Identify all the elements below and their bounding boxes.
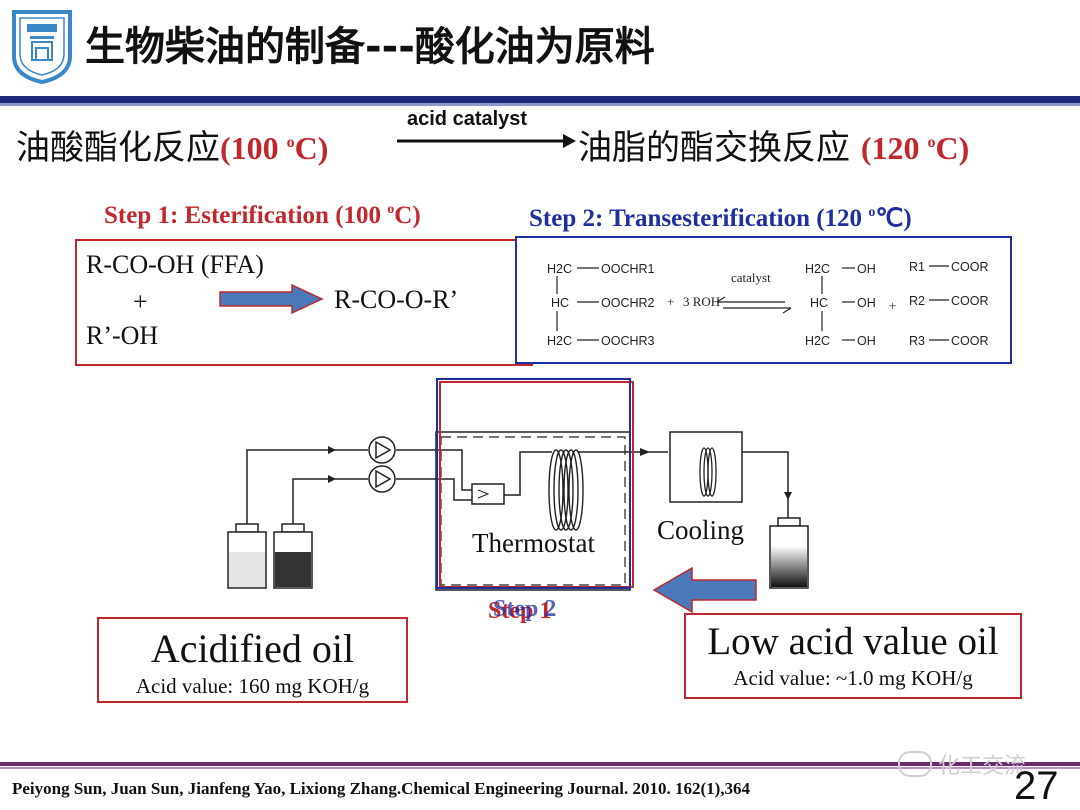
ester-group3: COOR (951, 334, 989, 348)
transesterification-cn: 油脂的酯交换反应 (578, 128, 861, 168)
left-c1: H2C (547, 262, 573, 276)
page-number: 27 (1014, 764, 1059, 808)
transesterification-temp: (120 oC) (860, 130, 970, 166)
step1-reactor-label: Step 1 (488, 598, 552, 624)
glycerol-oh3: OH (857, 334, 876, 348)
low-acid-oil-acid-value: Acid value: ~1.0 mg KOH/g (733, 666, 973, 690)
transesterification-summary: 油脂的酯交换反应 (120 oC) (578, 120, 969, 169)
reaction-arrow-icon (219, 283, 324, 315)
acidified-oil-name: Acidified oil (150, 626, 355, 671)
catalyst-arrow-icon (397, 134, 576, 148)
ester-group2: COOR (951, 294, 989, 308)
low-acid-oil-box: Low acid value oil Acid value: ~1.0 mg K… (684, 613, 1022, 699)
scheme-plus1: + (667, 294, 675, 309)
left-group2: OOCHR2 (601, 296, 655, 310)
step2-heading: Step 2: Transesterification (120 o℃) (529, 205, 912, 232)
glycerol-c3: H2C (805, 334, 831, 348)
step2-reactor-label: Step 2 (493, 596, 557, 622)
reactor-apparatus (227, 378, 809, 614)
ester-r3: R3 (909, 334, 925, 348)
citation: Peiyong Sun, Juan Sun, Jianfeng Yao, Lix… (12, 779, 751, 798)
ester-product: R-CO-O-R’ (334, 285, 459, 314)
footer-divider-light (0, 767, 1080, 769)
scheme-catalyst: catalyst (731, 270, 771, 285)
esterification-cn: 油酸酯化反应 (16, 128, 220, 168)
scheme-reagent: 3 ROH (683, 294, 721, 309)
cooling-label: Cooling (657, 515, 745, 545)
step1-heading: Step 1: Esterification (100 oC) (104, 202, 421, 229)
plus-sign: + (133, 287, 148, 316)
alcohol-reactant: R’-OH (86, 321, 159, 350)
ffa-reactant: R-CO-OH (FFA) (86, 250, 264, 279)
feed-bottle-acidified-oil (227, 523, 267, 589)
footer-divider (0, 762, 1080, 766)
title-divider-light (0, 103, 1080, 106)
ester-r2: R2 (909, 294, 925, 308)
reactor-coil (548, 449, 584, 531)
ester-group1: COOR (951, 260, 989, 274)
left-group3: OOCHR3 (601, 334, 655, 348)
scheme-plus2: + (889, 298, 897, 313)
left-c3: H2C (547, 334, 573, 348)
pump-1 (368, 436, 396, 464)
university-logo (12, 10, 72, 84)
wechat-watermark: 化工交流 (898, 748, 1026, 780)
wechat-icon (898, 751, 932, 777)
transesterification-scheme: H2C HC H2C OOCHR1 OOCHR2 OOCHR3 + 3 ROH … (517, 238, 1008, 360)
low-acid-oil-name: Low acid value oil (707, 620, 999, 663)
scheme-bonds (556, 265, 949, 341)
esterification-summary: 油酸酯化反应(100 oC) (16, 120, 328, 169)
pump-2 (368, 465, 396, 493)
glycerol-oh1: OH (857, 262, 876, 276)
left-c2: HC (551, 296, 570, 310)
product-flow-arrow-icon (652, 566, 757, 614)
glycerol-c2: HC (810, 296, 829, 310)
left-group1: OOCHR1 (601, 262, 655, 276)
ester-r1: R1 (909, 260, 925, 274)
thermostat-label: Thermostat (472, 528, 595, 558)
feed-bottle-methanol (273, 523, 313, 589)
glycerol-oh2: OH (857, 296, 876, 310)
title-divider (0, 96, 1080, 103)
acidified-oil-acid-value: Acid value: 160 mg KOH/g (135, 674, 370, 698)
acid-catalyst-label: acid catalyst (407, 108, 528, 130)
product-bottle (769, 517, 809, 589)
slide-title: 生物柴油的制备---酸化油为原料 (85, 24, 655, 70)
acidified-oil-box: Acidified oil Acid value: 160 mg KOH/g (97, 617, 408, 703)
esterification-temp: (100 oC) (220, 130, 329, 166)
glycerol-c1: H2C (805, 262, 831, 276)
